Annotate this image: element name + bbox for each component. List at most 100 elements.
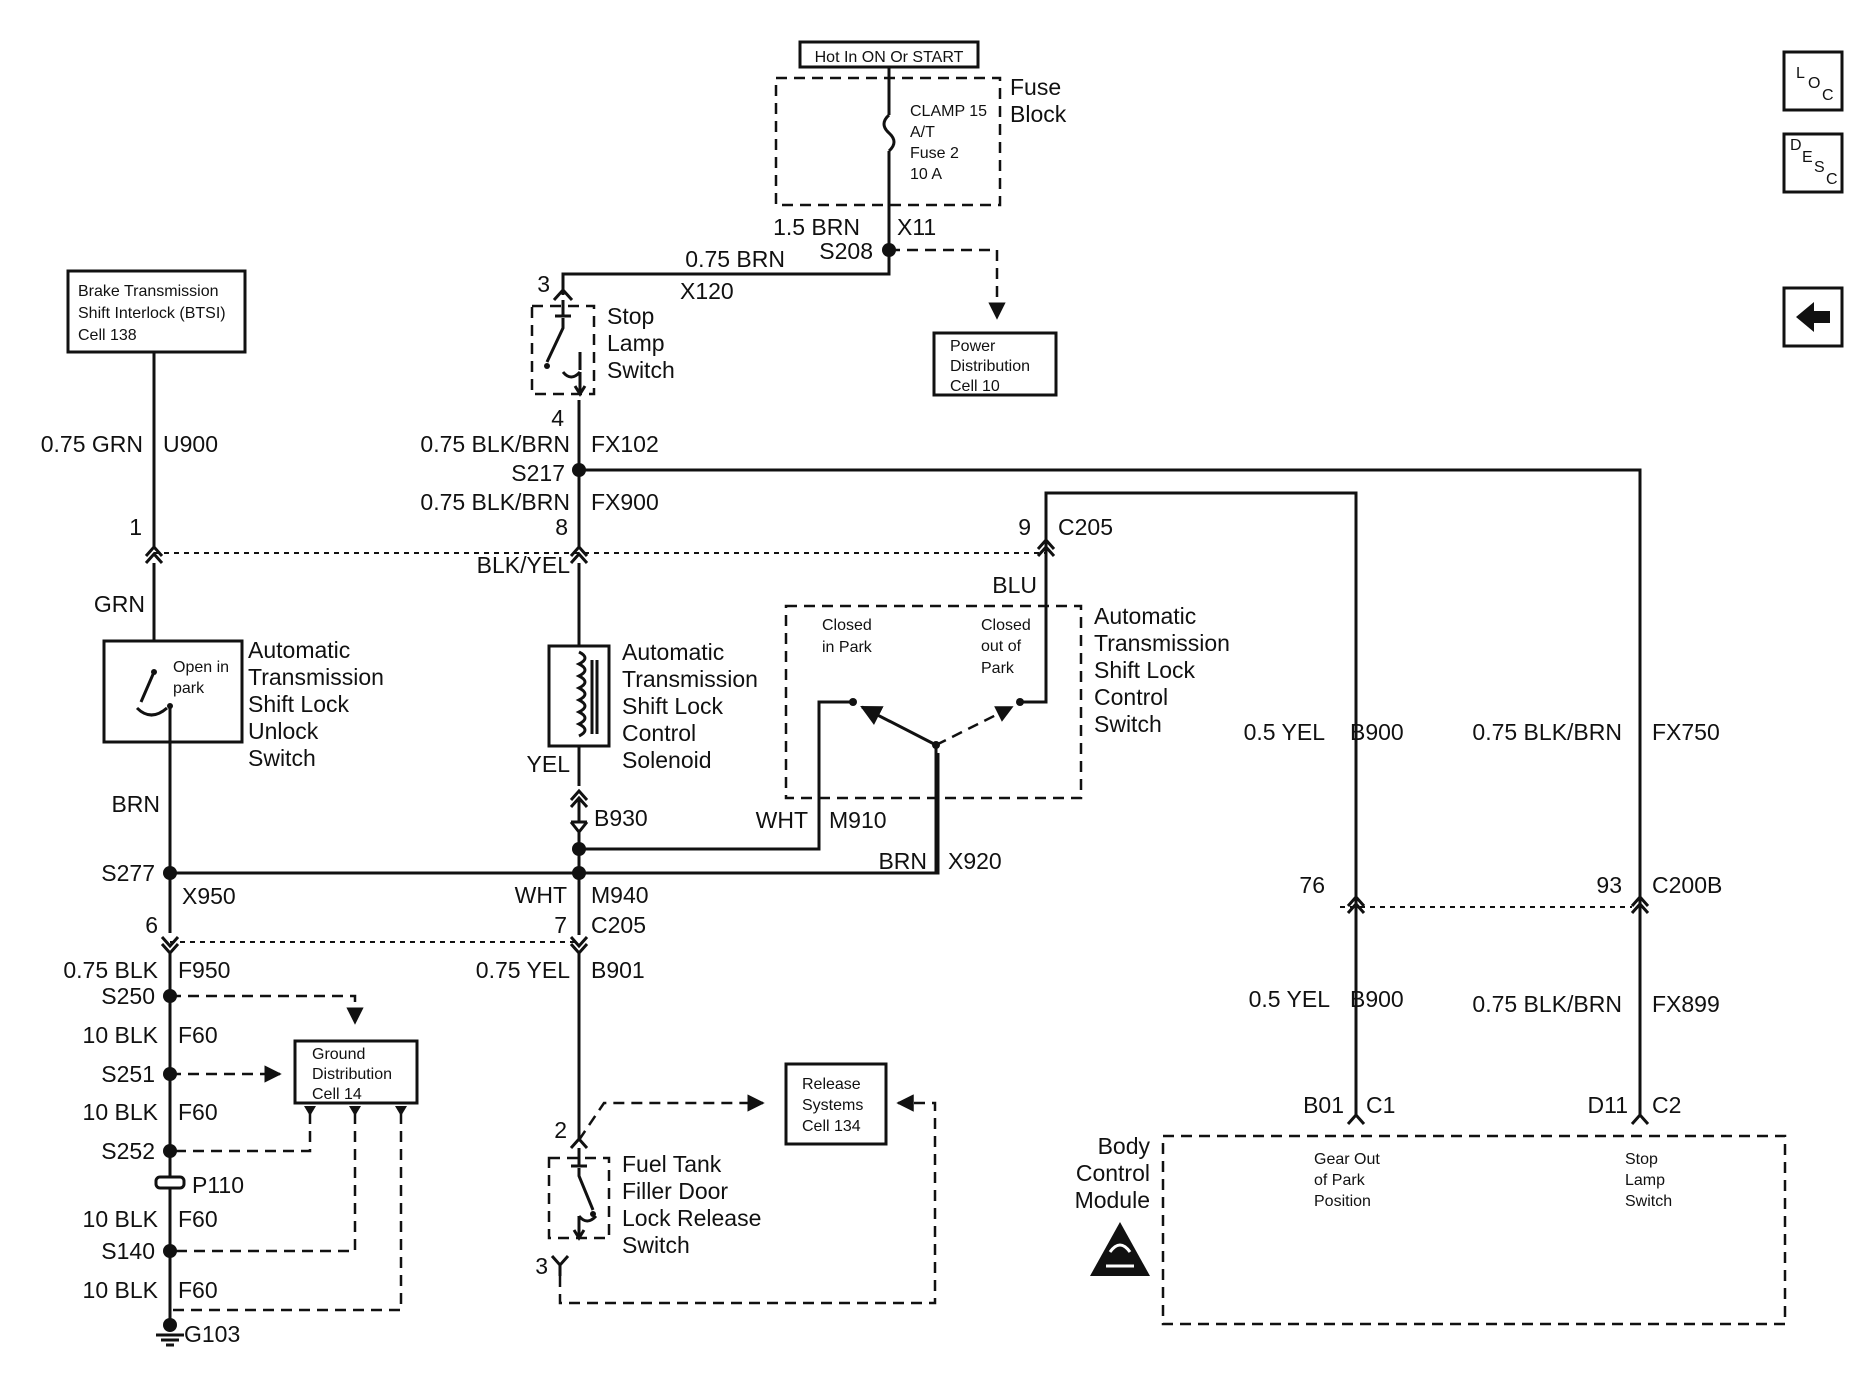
fuse-line3: Fuse 2 [910,145,959,162]
dash-to-release [577,1094,765,1141]
wire-0-75grn: 0.75 GRN [41,431,143,457]
wire-blk-brn-1: 0.75 BLK/BRN [420,431,570,457]
desc-letter-c: C [1826,171,1838,188]
wire-blu: BLU [992,572,1037,598]
unlock-switch: Open in park Automatic Transmission Shif… [102,637,384,771]
connector-chevron [1346,1112,1366,1125]
unlock-label-4: Unlock [248,718,319,744]
ground-distribution-box: Ground Distribution Cell 14 [293,1039,419,1105]
conn-b901: B901 [591,957,645,983]
ground-line1: Ground [312,1046,365,1063]
fuse-block-title-2: Block [1010,101,1067,127]
unlock-note-1: Open in [173,659,229,676]
control-switch-label-5: Switch [1094,711,1162,737]
ground-line2: Distribution [312,1066,392,1083]
closed-in-park-2: in Park [822,639,873,656]
arrow-mark [349,1106,361,1116]
pin-8: 8 [555,514,568,540]
loc-icon[interactable]: L O C [1782,50,1844,112]
fuse-block: CLAMP 15 A/T Fuse 2 10 A Fuse Block [774,74,1067,207]
label-s252: S252 [101,1138,155,1164]
connector-chevron [1630,1112,1650,1125]
conn-f60-2: F60 [178,1099,218,1125]
label-s250: S250 [101,983,155,1009]
conn-m940: M940 [591,882,649,908]
supply-label: Hot In ON Or START [815,49,964,66]
conn-f950: F950 [178,957,230,983]
conn-f60-1: F60 [178,1022,218,1048]
stop-lamp-label-1: Stop [607,303,654,329]
dash-to-power-dist [889,248,1006,320]
pin-3-fuel: 3 [535,1253,548,1279]
stop-lamp-sw-3: Switch [1625,1193,1672,1210]
wire-grn: GRN [94,591,145,617]
fuse-block-title-1: Fuse [1010,74,1061,100]
dash-s140 [170,1113,357,1253]
dash-s252 [170,1113,312,1153]
gear-out-2: of Park [1314,1172,1366,1189]
gear-out-1: Gear Out [1314,1151,1380,1168]
pin-2: 2 [554,1117,567,1143]
wire-0-5yel-2: 0.5 YEL [1249,986,1331,1012]
wire-s208-to-stop-lamp [561,250,891,295]
label-s217: S217 [511,460,565,486]
conn-b900-b: B900 [1350,986,1404,1012]
conn-c205-top: C205 [1058,514,1113,540]
fuel-label-4: Switch [622,1232,690,1258]
conn-fx900: FX900 [591,489,659,515]
btsi-line2: Shift Interlock (BTSI) [78,305,226,322]
release-systems-box: Release Systems Cell 134 [784,1062,888,1146]
dash-s250 [170,994,364,1025]
connector-chevron [550,1255,570,1276]
label-b930: B930 [594,805,648,831]
conn-c205-lower: C205 [591,912,646,938]
esd-warning-icon [1090,1222,1150,1276]
conn-fx899: FX899 [1652,991,1720,1017]
connector-chevron [1630,894,1650,914]
power-distribution-box: Power Distribution Cell 10 [932,331,1058,397]
shift-lock-solenoid: Automatic Transmission Shift Lock Contro… [547,639,758,773]
wire-solenoid-out [569,746,589,935]
gear-out-3: Position [1314,1193,1371,1210]
loc-letter-o: O [1808,75,1820,92]
pin-7: 7 [554,912,567,938]
fuse-line2: A/T [910,124,935,141]
btsi-box: Brake Transmission Shift Interlock (BTSI… [66,269,247,354]
back-arrow-icon[interactable] [1782,286,1844,348]
conn-x950: X950 [182,883,236,909]
release-line1: Release [802,1076,861,1093]
pin-d11: D11 [1588,1092,1629,1118]
unlock-label-2: Transmission [248,664,384,690]
arrow-mark [395,1106,407,1116]
wire-wht-2: WHT [515,882,567,908]
solenoid-label-4: Control [622,720,696,746]
label-s277: S277 [101,860,155,886]
wire-0-75brn: 0.75 BRN [685,246,785,272]
control-switch-label-2: Transmission [1094,630,1230,656]
desc-icon[interactable]: D E S C [1782,132,1844,194]
conn-fx102: FX102 [591,431,659,457]
fuel-door-switch: Fuel Tank Filler Door Lock Release Switc… [547,1148,761,1258]
power-line3: Cell 10 [950,378,1000,395]
wire-brn-2: BRN [878,848,927,874]
closed-out-park-2: out of [981,638,1022,655]
btsi-line3: Cell 138 [78,327,137,344]
connector-p110 [154,1175,186,1190]
stop-lamp-label-2: Lamp [607,330,665,356]
solenoid-label-5: Solenoid [622,747,712,773]
stop-lamp-switch: Stop Lamp Switch [530,300,675,397]
loc-letter-l: L [1796,65,1805,82]
wire-0-75blk: 0.75 BLK [63,957,158,983]
desc-letter-d: D [1790,137,1802,154]
fuse-line4: 10 A [910,166,942,183]
wire-s217-to-c200b [579,468,1642,885]
wire-10blk-2: 10 BLK [83,1099,159,1125]
wire-1-5brn: 1.5 BRN [773,214,860,240]
solenoid-label-1: Automatic [622,639,724,665]
wire-wht-1: WHT [756,807,808,833]
wire-blk-brn-3: 0.75 BLK/BRN [1472,719,1622,745]
splice-s252 [163,1144,177,1158]
wire-10blk-4: 10 BLK [83,1277,159,1303]
pin-4: 4 [551,405,564,431]
